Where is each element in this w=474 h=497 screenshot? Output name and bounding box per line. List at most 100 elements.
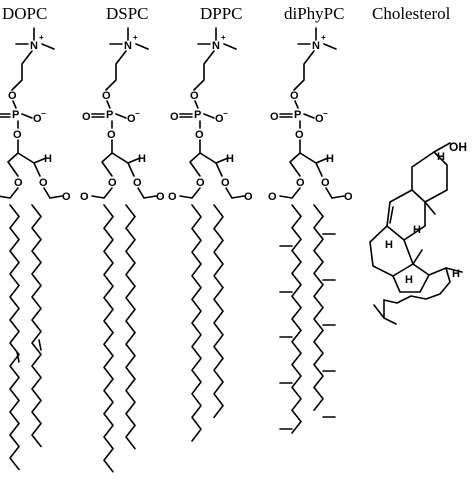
dppc-sn2-oxygen-label: O (221, 177, 230, 189)
title-dspc: DSPC (106, 4, 149, 23)
dppc-tail-sn1 (191, 204, 202, 442)
cholesterol-double-bond (389, 206, 394, 224)
dspc-phosphoryl-oxygen-label: O (82, 111, 91, 123)
cholesterol-methyl-c13 (412, 249, 423, 265)
dppc-glycerol-c2 (199, 152, 229, 164)
dopc-sn1-ester-bond (9, 187, 19, 199)
diphypc-sn1-carbonyl-oxygen-label: O (268, 191, 277, 203)
dopc-sn1-oxygen-label: O (14, 177, 23, 189)
dppc-sn1-oxygen-label: O (196, 177, 205, 189)
dopc-choline-chain (11, 50, 33, 91)
dopc-sn2-double-bond (38, 339, 42, 351)
title-cholesterol: Cholesterol (372, 4, 451, 23)
dspc-phosphorus-label: P (106, 109, 113, 121)
dspc-sn2-carbonyl (143, 195, 157, 199)
dppc-sn2-carbonyl (231, 195, 245, 199)
diphypc-glycerol-c2 (299, 152, 329, 164)
dopc-tail-sn2 (31, 204, 42, 448)
diphypc-sn1-ester-bond (291, 187, 301, 199)
dspc-ester-oxygen-2-label: O (107, 129, 116, 141)
dopc-glycerol-h-label: H (44, 153, 52, 165)
dspc-choline-chain (105, 50, 127, 91)
dopc-anionic-oxygen-label: O (33, 113, 42, 125)
cholesterol-ring-b (386, 189, 426, 241)
cholesterol-h-c14: H (405, 274, 413, 286)
dspc-ester-oxygen-1-label: O (102, 90, 111, 102)
dppc-anionic-charge: − (223, 109, 228, 118)
cholesterol-methyl-c10 (424, 201, 436, 215)
dppc-o-p-bond (194, 100, 199, 109)
dppc-sn1-carbonyl-oxygen-label: O (168, 191, 177, 203)
dspc-sn2-ester-bond (137, 187, 145, 199)
dppc-ester-oxygen-1-label: O (190, 90, 199, 102)
dppc-choline-chain (193, 50, 215, 91)
diphypc-phosphoryl-oxygen-label: O (270, 111, 279, 123)
dspc-tail-sn2 (125, 204, 136, 450)
cholesterol-terminal-methyl (383, 317, 397, 325)
title-dppc: DPPC (200, 4, 243, 23)
diphypc-o-p-bond (294, 100, 299, 109)
diphypc-nitrogen-charge: + (321, 33, 326, 42)
diphypc-ester-oxygen-2-label: O (295, 129, 304, 141)
diphypc-tail-sn2 (313, 204, 324, 412)
dppc-phosphoryl-oxygen-label: O (170, 111, 179, 123)
diphypc-glycerol-h-label: H (326, 153, 334, 165)
dppc-anionic-oxygen-label: O (215, 113, 224, 125)
dspc-sn1-carbonyl (91, 195, 105, 199)
dspc-glycerol-o-bond (127, 162, 135, 177)
dppc-nitrogen-label: N (212, 40, 220, 52)
acyl-tails (9, 204, 336, 473)
diphypc-sn2-oxygen-label: O (321, 177, 330, 189)
dppc-glycerol-o-bond (215, 162, 223, 177)
diphypc-ester-oxygen-1-label: O (290, 90, 299, 102)
diphypc-tail-sn1 (291, 204, 302, 434)
title-dopc: DOPC (2, 4, 47, 23)
cholesterol-side-chain (383, 267, 451, 304)
dspc-anionic-oxygen-label: O (127, 113, 136, 125)
dppc-p-o-minus-bond (203, 113, 215, 119)
dppc-sn2-carbonyl-oxygen-label: O (244, 191, 253, 203)
dspc-o-p-bond (106, 100, 111, 109)
dopc-sn2-oxygen-label: O (39, 177, 48, 189)
dppc-ester-oxygen-2-label: O (195, 129, 204, 141)
dppc-nitrogen-charge: + (221, 33, 226, 42)
dopc-sn1-double-bond (16, 351, 20, 363)
dspc-nitrogen-label: N (124, 40, 132, 52)
diphypc-sn1-oxygen-label: O (296, 177, 305, 189)
cholesterol-h-c9: H (413, 224, 421, 236)
cholesterol-h-c8: H (385, 239, 393, 251)
dopc-sn1-carbonyl (0, 195, 11, 199)
diphypc-glycerol-c1 (289, 139, 301, 177)
diphypc-sn2-carbonyl-oxygen-label: O (344, 191, 353, 203)
dopc-ester-oxygen-2-label: O (13, 129, 22, 141)
dspc-glycerol-c2 (111, 152, 141, 164)
dppc-sn1-carbonyl (179, 195, 193, 199)
dspc-anionic-charge: − (135, 109, 140, 118)
cholesterol-hydroxyl-bond (433, 142, 451, 153)
dppc-sn2-ester-bond (225, 187, 233, 199)
dopc-glycerol-c1 (7, 139, 19, 177)
dspc-glycerol-h-label: H (138, 153, 146, 165)
dopc-methyl-right (41, 43, 55, 50)
dspc-sn2-oxygen-label: O (133, 177, 142, 189)
dopc-phosphorus-label: P (12, 109, 19, 121)
dppc-methyl-right (223, 43, 237, 50)
dopc-o-p-bond (12, 100, 17, 109)
cholesterol-ring-d (392, 263, 430, 293)
diphypc-nitrogen-label: N (312, 40, 320, 52)
diphypc-anionic-oxygen-label: O (315, 113, 324, 125)
diphypc-glycerol-o-bond (315, 162, 323, 177)
cholesterol-structure: OH H H H H H (369, 140, 467, 325)
dopc-sn2-ester-bond (43, 187, 51, 199)
diphypc-anionic-charge: − (323, 109, 328, 118)
diphypc-choline-chain (293, 50, 315, 91)
cholesterol-h-c3: H (437, 151, 445, 163)
dspc-tail-sn1 (103, 204, 114, 473)
dspc-p-o-minus-bond (115, 113, 127, 119)
